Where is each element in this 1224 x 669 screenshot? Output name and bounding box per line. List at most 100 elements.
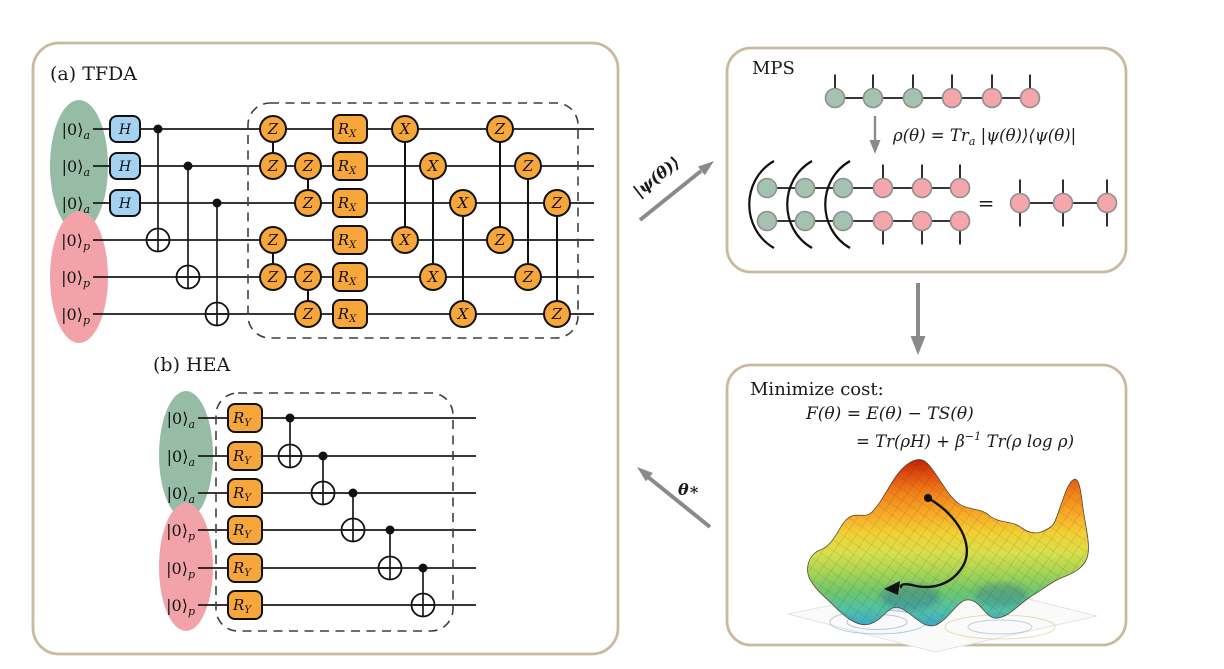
gate-letter: Z [302, 194, 314, 212]
tensor-node-ancilla [794, 210, 816, 232]
gate-letter: Z [551, 305, 563, 323]
ket-label: |0⟩a [62, 120, 90, 142]
cnot-control-dot [318, 451, 328, 461]
mps-to-cost-arrow [910, 283, 926, 355]
qubit-group-ellipse-green [159, 391, 213, 519]
optimization-arrowhead-icon [884, 581, 900, 595]
down-arrowhead-icon [910, 336, 926, 355]
gate-ry [227, 478, 263, 508]
gate-letter: Z [302, 268, 314, 286]
psi-arrowhead-icon [698, 161, 714, 176]
gate-letter: Z [551, 194, 563, 212]
gate-z [259, 263, 287, 291]
theta-star-arrow [637, 467, 712, 529]
gate-letter: H [118, 122, 132, 138]
gate-letter: RY [232, 484, 252, 504]
gate-ry [227, 590, 263, 620]
gate-letter: RX [337, 231, 357, 251]
tensor-node-ancilla [902, 87, 924, 109]
gate-letter: X [399, 120, 412, 138]
gate-letter: Z [494, 120, 506, 138]
gate-letter: Z [494, 231, 506, 249]
gate-letter: X [457, 305, 470, 323]
ket-label: |0⟩a [167, 447, 195, 469]
gate-rx [332, 262, 368, 292]
gate-letter: Z [267, 231, 279, 249]
cnot-control-dot [385, 525, 395, 535]
gate-letter: X [427, 268, 440, 286]
tensor-node-physical [949, 210, 971, 232]
tensor-node-physical [1019, 87, 1041, 109]
gate-letter: RY [232, 559, 252, 579]
mps-panel-box [725, 46, 1128, 274]
gate-letter: RX [337, 268, 357, 288]
theta-arrow-label: θ∗ [678, 480, 700, 499]
gate-letter: Z [267, 268, 279, 286]
ket-label: |0⟩p [166, 596, 195, 618]
gate-letter: H [118, 196, 132, 212]
gate-h [109, 189, 141, 217]
gate-letter: Z [267, 120, 279, 138]
gate-ry [227, 441, 263, 471]
ket-label: |0⟩p [61, 305, 90, 327]
ket-label: |0⟩p [166, 521, 195, 543]
cnot-control-dot [285, 413, 295, 423]
ket-label: |0⟩a [167, 409, 195, 431]
gate-z [294, 152, 322, 180]
gate-z [514, 152, 542, 180]
qubit-group-ellipse-pink [50, 211, 108, 343]
mps-equals-sign: = [978, 191, 995, 215]
trace-arc [748, 160, 775, 249]
cost-eq-line2: = Tr(ρH) + β−1 Tr(ρ log ρ) [856, 430, 1074, 451]
qubit-group-ellipse-pink [159, 503, 213, 631]
tensor-node-physical [1096, 192, 1118, 214]
gate-h [109, 115, 141, 143]
ket-label: |0⟩a [62, 157, 90, 179]
tensor-node-physical [872, 210, 894, 232]
gate-letter: H [118, 159, 132, 175]
gate-letter: RX [337, 120, 357, 140]
gate-letter: RX [337, 194, 357, 214]
trace-arc [786, 160, 813, 249]
gate-z [294, 189, 322, 217]
tensor-node-physical [1009, 192, 1031, 214]
gate-letter: Z [302, 305, 314, 323]
tensor-node-physical [872, 177, 894, 199]
gate-ry [227, 553, 263, 583]
partial-trace-arrow [869, 116, 881, 154]
mps-panel-title: MPS [752, 58, 795, 79]
gate-letter: RY [232, 409, 252, 429]
mps-equation: ρ(θ) = Tra |ψ(θ)⟩⟨ψ(θ)| [892, 126, 1076, 148]
gate-letter: RY [232, 596, 252, 616]
cnot-control-dot [153, 124, 163, 134]
ket-label: |0⟩a [167, 484, 195, 506]
ket-label: |0⟩p [61, 231, 90, 253]
tensor-node-ancilla [794, 177, 816, 199]
gate-letter: X [399, 231, 412, 249]
gate-letter: Z [522, 268, 534, 286]
qubit-group-ellipse-green [50, 100, 108, 232]
cost-landscape-plot [787, 459, 1098, 653]
gate-rx [332, 114, 368, 144]
tensor-node-physical [981, 87, 1003, 109]
theta-arrowhead-icon [637, 467, 653, 482]
gate-rx [332, 188, 368, 218]
gate-letter: RX [337, 305, 357, 325]
tensor-node-physical [911, 210, 933, 232]
small-down-arrowhead-icon [869, 140, 881, 154]
gate-letter: Z [522, 157, 534, 175]
tensor-node-physical [911, 177, 933, 199]
ansatz-dashed-box [247, 102, 579, 339]
tensor-node-ancilla [832, 210, 854, 232]
gate-letter: RX [337, 157, 357, 177]
ket-label: |0⟩p [61, 268, 90, 290]
gate-letter: X [427, 157, 440, 175]
gate-ry [227, 515, 263, 545]
hea-panel-label: (b) HEA [153, 354, 230, 376]
gate-x [391, 115, 419, 143]
tensor-node-ancilla [832, 177, 854, 199]
